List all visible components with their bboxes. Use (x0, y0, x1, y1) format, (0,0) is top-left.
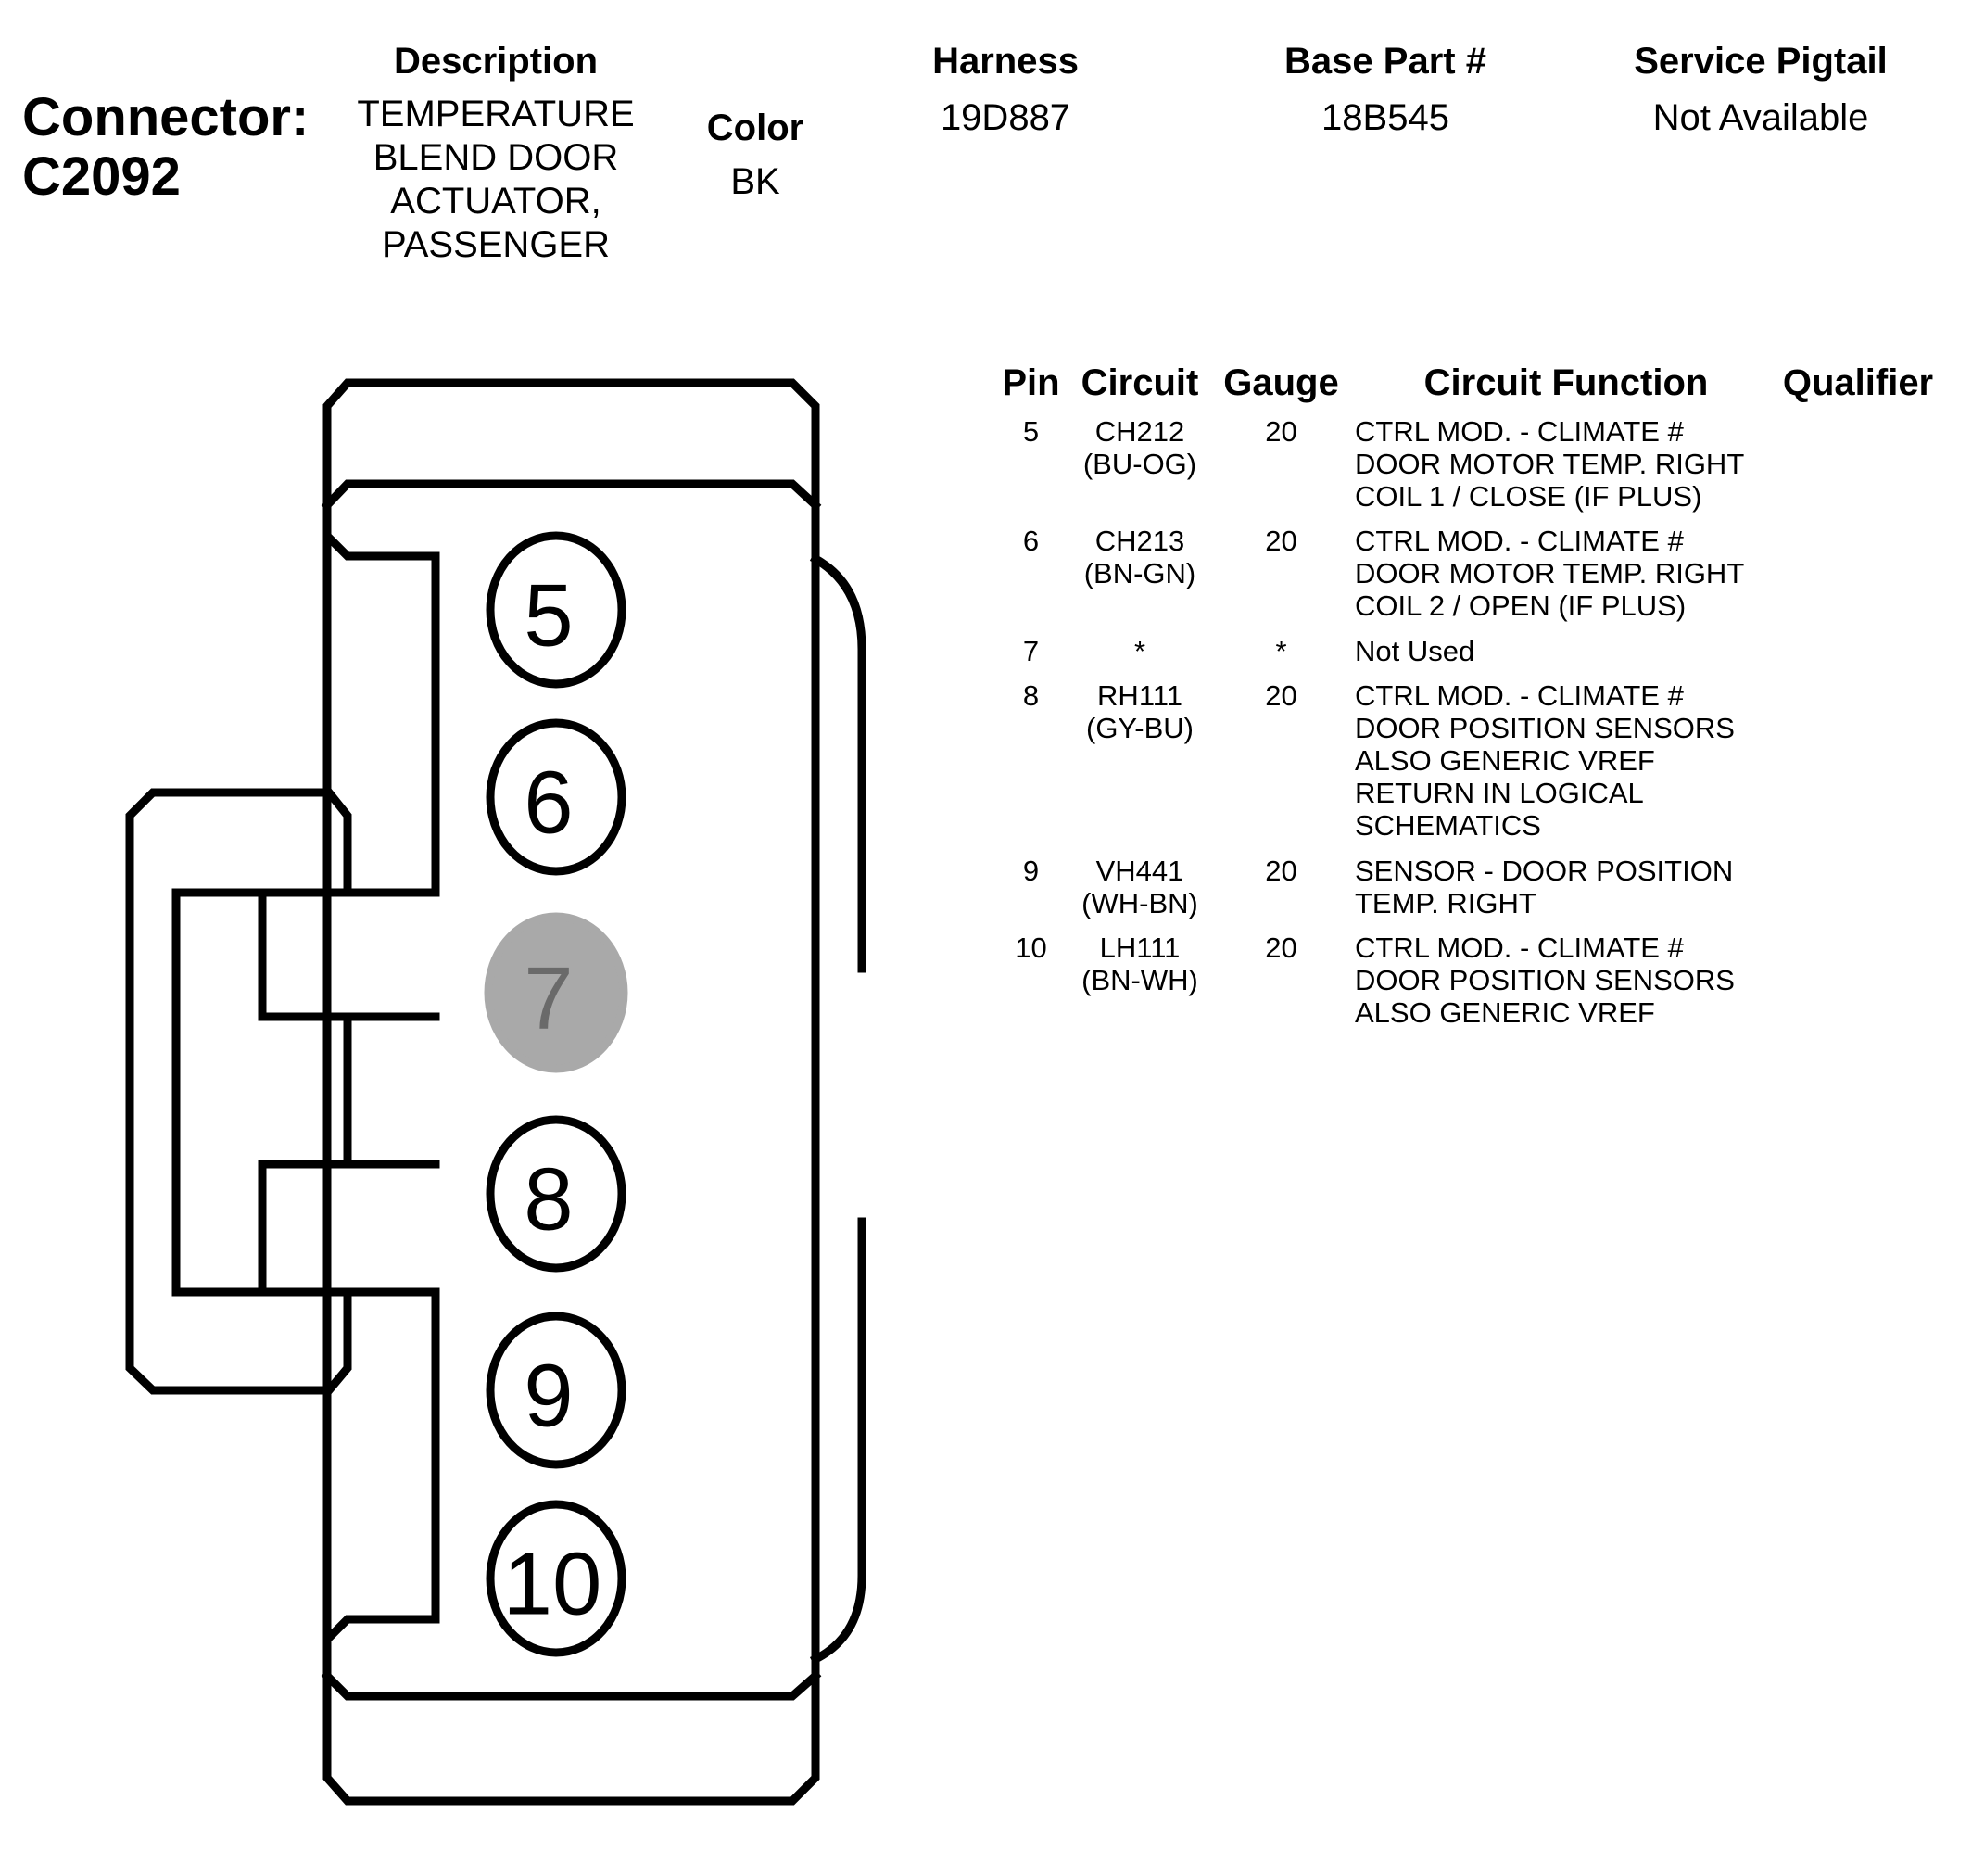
cell-pin: 10 (1015, 932, 1047, 964)
pin-label: 8 (524, 1150, 573, 1249)
color-value: BK (730, 161, 780, 202)
cavity-upper (322, 501, 440, 897)
service-pigtail-label: Service Pigtail (1634, 41, 1888, 82)
cell-gauge: * (1275, 635, 1287, 667)
description-line: BLEND DOOR (373, 137, 619, 178)
cell-circuit: LH111 (BN-WH) (1081, 932, 1198, 996)
cell-circuit: VH441 (WH-BN) (1081, 855, 1198, 919)
cell-function: CTRL MOD. - CLIMATE # DOOR MOTOR TEMP. R… (1355, 415, 1745, 513)
pin-label: 9 (524, 1347, 573, 1446)
description-line: PASSENGER (382, 224, 610, 265)
col-header-gauge: Gauge (1223, 362, 1339, 403)
base-part-label: Base Part # (1284, 41, 1486, 82)
pin-9: 9 (486, 1312, 626, 1469)
bottom-inner-rail (321, 1669, 822, 1701)
cell-circuit: * (1133, 635, 1146, 667)
housing-outline (322, 378, 820, 1806)
cell-pin: 7 (1022, 635, 1040, 667)
right-key-lower (809, 1217, 866, 1666)
pin-7-unused: 7 (484, 912, 628, 1073)
description-line: ACTUATOR, (390, 181, 601, 222)
description-value: TEMPERATURE BLEND DOOR ACTUATOR, PASSENG… (292, 93, 700, 267)
description-line: TEMPERATURE (357, 94, 635, 134)
latch-arm-lower (258, 1160, 440, 1297)
base-part-value: 18B545 (1321, 97, 1449, 138)
pin-10: 10 (486, 1500, 626, 1657)
harness-label: Harness (932, 41, 1079, 82)
pin-label: 7 (524, 949, 573, 1048)
cell-circuit: CH213 (BN-GN) (1083, 525, 1196, 589)
pin-label: 5 (524, 566, 573, 665)
cell-function: CTRL MOD. - CLIMATE # DOOR MOTOR TEMP. R… (1355, 525, 1745, 622)
col-header-pin: Pin (1002, 362, 1060, 403)
pin-8: 8 (486, 1115, 626, 1273)
cell-gauge: 20 (1265, 415, 1297, 448)
right-key-upper (809, 552, 866, 973)
cavity-lower (322, 1287, 440, 1680)
harness-value: 19D887 (940, 97, 1071, 138)
top-inner-rail (321, 479, 822, 512)
col-header-function: Circuit Function (1423, 362, 1709, 403)
cell-function: CTRL MOD. - CLIMATE # DOOR POSITION SENS… (1355, 679, 1735, 842)
connector-label: Connector: (22, 87, 310, 147)
cell-function: Not Used (1355, 635, 1475, 667)
latch-arm-upper (258, 888, 440, 1021)
description-label: Description (393, 41, 599, 82)
connector-diagram: 5 6 7 8 9 10 (125, 378, 866, 1806)
cell-pin: 5 (1022, 415, 1040, 448)
color-label: Color (706, 108, 804, 148)
pin-label: 6 (524, 754, 573, 853)
latch-inner (171, 888, 440, 1297)
pin-label: 10 (503, 1535, 602, 1634)
latch-outer (125, 788, 352, 1395)
cell-circuit: RH111 (GY-BU) (1086, 679, 1194, 744)
col-header-qualifier: Qualifier (1782, 362, 1934, 403)
cell-function: SENSOR - DOOR POSITION TEMP. RIGHT (1355, 855, 1734, 919)
cell-pin: 6 (1022, 525, 1040, 557)
pin-5: 5 (486, 531, 626, 689)
cell-circuit: CH212 (BU-OG) (1082, 415, 1197, 480)
cell-gauge: 20 (1265, 525, 1297, 557)
service-pigtail-value: Not Available (1652, 97, 1869, 138)
pin-6: 6 (486, 718, 626, 876)
cell-gauge: 20 (1265, 855, 1297, 887)
cell-gauge: 20 (1265, 932, 1297, 964)
cell-pin: 8 (1022, 679, 1040, 712)
connector-id: C2092 (22, 146, 181, 207)
cell-function: CTRL MOD. - CLIMATE # DOOR POSITION SENS… (1355, 932, 1735, 1029)
cell-pin: 9 (1022, 855, 1040, 887)
col-header-circuit: Circuit (1081, 362, 1199, 403)
cell-gauge: 20 (1265, 679, 1297, 712)
connector-title: Connector: C2092 (22, 88, 309, 207)
